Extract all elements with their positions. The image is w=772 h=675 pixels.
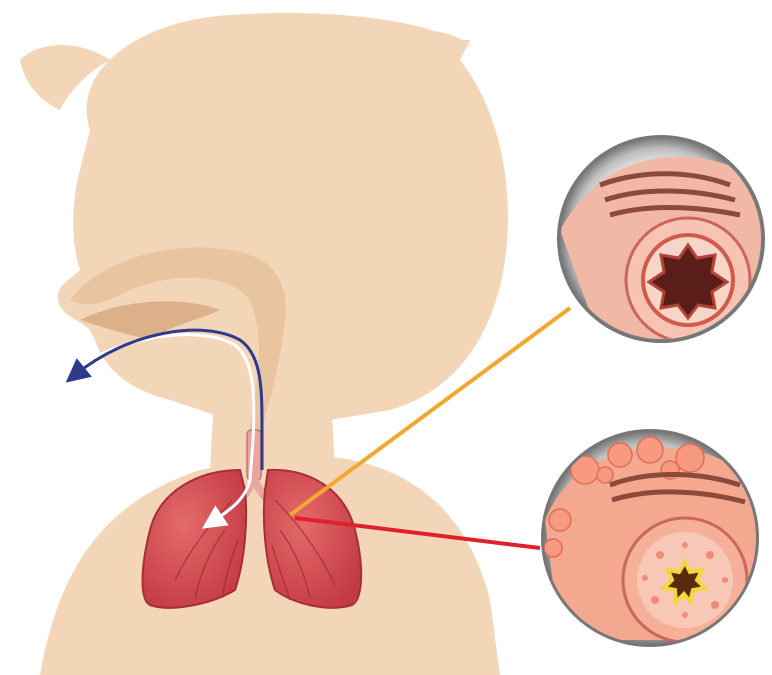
airway-lumen <box>649 245 727 318</box>
child-silhouette <box>20 13 508 675</box>
inflamed-airway-zoom <box>542 430 760 646</box>
normal-airway-zoom <box>558 136 770 342</box>
child-ear <box>445 210 505 290</box>
child-head <box>58 13 508 428</box>
